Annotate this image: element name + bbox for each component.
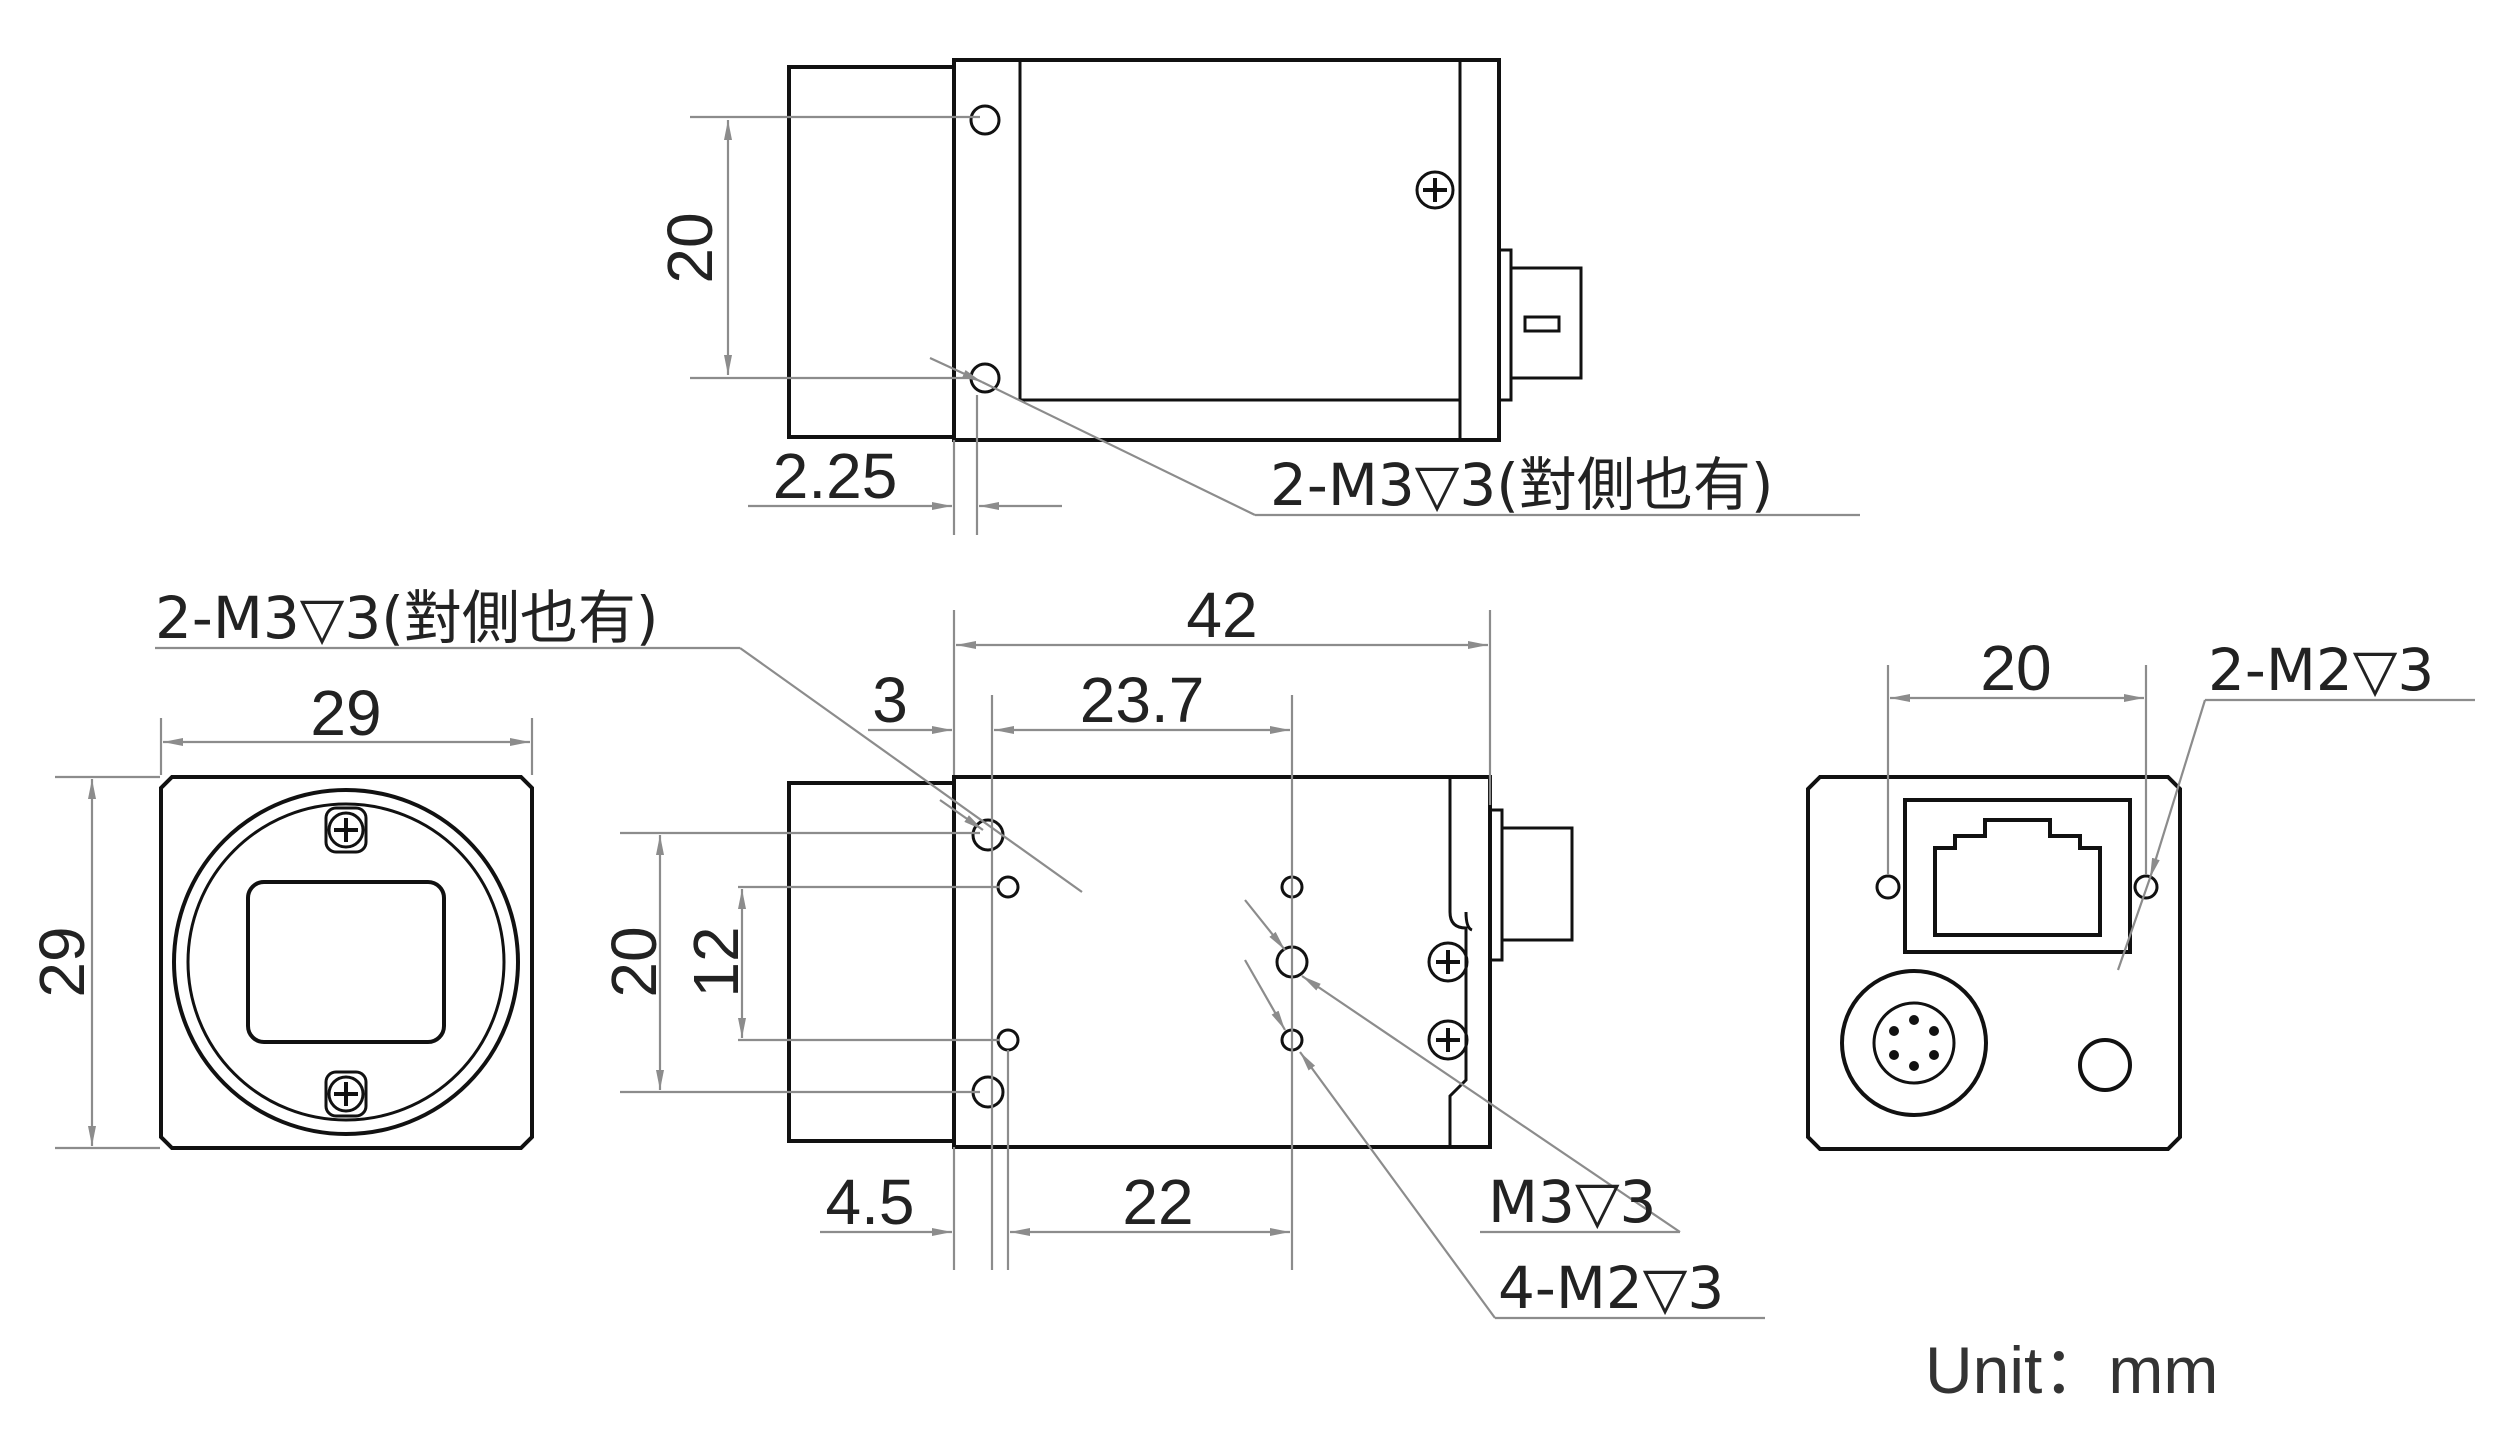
side-height-12-label: 12: [680, 926, 752, 997]
screw-icon: [324, 1070, 368, 1118]
side-view-lens-mount: [787, 781, 956, 1143]
front-view: 29 29: [26, 677, 534, 1150]
back-holes-callout: 2-M2▽3: [2208, 636, 2434, 704]
screw-icon: [324, 806, 368, 854]
top-view-lens-mount: [787, 65, 956, 439]
status-led-icon: [2078, 1038, 2132, 1092]
front-view-body: [159, 775, 534, 1150]
unit-label: Unit：mm: [1925, 1333, 2218, 1407]
back-view-body: [1806, 775, 2182, 1151]
front-view-mount-inner: [186, 802, 506, 1122]
side-holes-callout: 2-M3▽3(對側也有): [155, 584, 659, 652]
back-view: 20 2-M2▽3: [1806, 632, 2475, 1151]
side-view-body: [952, 775, 1492, 1149]
top-view: 20 2.25 2-M3▽3(對側也有): [654, 58, 1860, 535]
screw-icon: [1427, 1019, 1469, 1061]
screw-icon: [1427, 941, 1469, 983]
front-view-mount-outer: [172, 788, 520, 1136]
ethernet-port-icon: [1903, 798, 2132, 954]
side-offset-3-label: 3: [872, 664, 908, 736]
side-span-23-7-label: 23.7: [1080, 664, 1205, 736]
screw-icon: [1415, 170, 1455, 210]
side-view: 42 3 23.7 20 12 4.5 22 2-M3▽3(對側也有): [155, 579, 1765, 1322]
top-offset-label: 2.25: [773, 440, 898, 512]
top-view-connector: [1497, 248, 1583, 402]
back-width-label: 20: [1980, 632, 2051, 704]
top-view-body: [952, 58, 1501, 442]
m3-hole-callout: M3▽3: [1488, 1168, 1656, 1236]
side-height-20-label: 20: [598, 926, 670, 997]
front-view-sensor-window: [246, 880, 446, 1044]
side-length-label: 42: [1186, 579, 1257, 651]
top-height-label: 20: [654, 212, 726, 283]
front-width-label: 29: [310, 677, 381, 749]
top-holes-callout: 2-M3▽3(對側也有): [1270, 451, 1774, 519]
back-view-hole: [2133, 874, 2159, 900]
front-height-label: 29: [26, 926, 98, 997]
back-view-hole: [1875, 874, 1901, 900]
side-view-connector: [1488, 808, 1574, 962]
top-view-hole: [969, 104, 1001, 136]
side-span-22-label: 22: [1122, 1166, 1193, 1238]
m2-holes-callout: 4-M2▽3: [1498, 1254, 1724, 1322]
side-offset-4-5-label: 4.5: [826, 1166, 915, 1238]
power-connector-icon: [1840, 969, 1988, 1117]
